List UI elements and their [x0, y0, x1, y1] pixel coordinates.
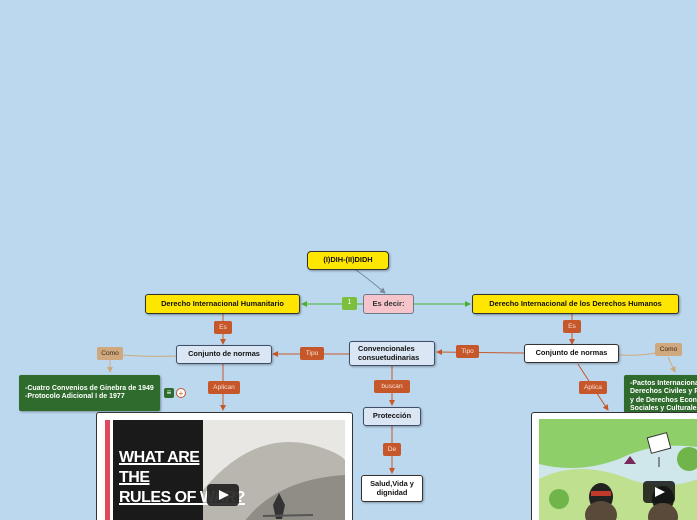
- root-topic[interactable]: (I)DIH-(II)DIDH: [307, 251, 389, 270]
- link-label-es-right[interactable]: Es: [563, 320, 581, 333]
- list-icon[interactable]: ≡: [164, 388, 174, 398]
- link-label-es-left[interactable]: Es: [214, 321, 232, 334]
- link-label-como-right[interactable]: Como: [655, 343, 682, 356]
- link-label-tipo-left[interactable]: Tipo: [300, 347, 324, 360]
- illustration-scene: [539, 419, 697, 520]
- right-video-card[interactable]: [531, 412, 697, 520]
- left-video-card[interactable]: WHAT ARE THE RULES OF WAR?: [96, 412, 353, 520]
- link-label-tipo-right[interactable]: Tipo: [456, 345, 479, 358]
- right-main-topic[interactable]: Derecho Internacional de los Derechos Hu…: [472, 294, 679, 314]
- link-label-como-left[interactable]: Como: [97, 347, 123, 360]
- right-conjunto-node[interactable]: Conjunto de normas: [524, 344, 619, 363]
- middle-convencionales-node[interactable]: Convencionales consuetudinarias: [349, 341, 435, 366]
- connector-root-center: [355, 269, 386, 294]
- proteccion-node[interactable]: Protección: [363, 407, 421, 426]
- connector-badge[interactable]: 1: [342, 297, 357, 310]
- center-topic-label: Es decir:: [372, 298, 405, 308]
- left-como-note[interactable]: -Cuatro Convenios de Ginebra de 1949 -Pr…: [19, 375, 160, 411]
- video-accent-bar: [105, 420, 110, 520]
- link-label-aplica[interactable]: Aplica: [579, 381, 607, 394]
- play-button-right[interactable]: [643, 481, 675, 503]
- play-button-left[interactable]: [207, 484, 239, 506]
- root-topic-label: (I)DIH-(II)DIDH: [323, 255, 373, 265]
- left-main-topic[interactable]: Derecho Internacional Humanitario: [145, 294, 300, 314]
- link-label-de[interactable]: De: [383, 443, 401, 456]
- left-conjunto-node[interactable]: Conjunto de normas: [176, 345, 272, 364]
- right-como-note[interactable]: -Pactos Internacionales Derechos Civiles…: [624, 375, 697, 418]
- video-thumbnail[interactable]: WHAT ARE THE RULES OF WAR?: [113, 420, 345, 520]
- video-thumbnail-right[interactable]: [539, 419, 697, 520]
- add-icon[interactable]: +: [176, 388, 186, 398]
- result-node[interactable]: Salud,Vida y dignidad: [361, 475, 423, 502]
- link-label-aplican[interactable]: Aplican: [208, 381, 240, 394]
- center-topic[interactable]: Es decir:: [363, 294, 414, 314]
- link-label-buscan[interactable]: buscan: [374, 380, 410, 393]
